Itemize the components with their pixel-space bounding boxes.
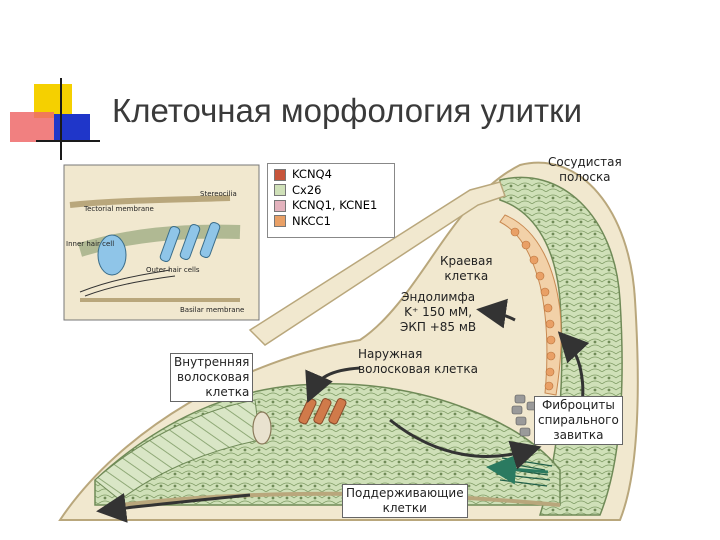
arrow-floor — [389, 418, 542, 470]
basilar-membrane — [119, 491, 561, 507]
label-marginal-line: Краевая — [440, 254, 493, 268]
label-fibrocytes-line: Фиброциты — [541, 398, 615, 412]
vertical-line — [60, 78, 62, 160]
inset-label-outer-hair: Outer hair cells — [146, 266, 200, 274]
label-endolymph-line: Эндолимфа — [401, 290, 476, 304]
inner-hair-cell — [252, 411, 272, 445]
inset-label-stereocilia: Stereocilia — [200, 190, 237, 198]
horizontal-line — [36, 140, 100, 142]
label-stria-line: Сосудистая — [548, 155, 622, 169]
stria-cells — [510, 227, 556, 391]
legend-item: NKCC1 — [274, 214, 394, 230]
inset-label-basilar: Basilar membrane — [180, 306, 245, 314]
label-outer-hair-line: Наружная — [358, 347, 423, 361]
legend-swatch — [274, 168, 286, 181]
arrow-endolymph — [305, 366, 361, 404]
label-endolymph: Эндолимфа K⁺ 150 мМ, ЭКП +85 мВ — [400, 290, 476, 335]
reissner-membrane — [248, 181, 506, 346]
legend-item: Cx26 — [274, 183, 394, 199]
legend-label: KCNQ4 — [292, 167, 332, 181]
label-supporting: Поддерживающие клетки — [342, 484, 468, 518]
inset-diagram — [63, 164, 260, 321]
label-marginal: Краевая клетка — [440, 254, 493, 284]
label-fibrocytes: Фиброциты спирального завитка — [534, 396, 623, 445]
legend-item: KCNQ1, KCNE1 — [274, 198, 394, 214]
label-inner-hair: Внутренняя волосковая клетка — [170, 353, 254, 402]
label-fibrocytes-line: завитка — [553, 428, 604, 442]
label-outer-hair: Наружная волосковая клетка — [358, 347, 478, 377]
label-supporting-line: клетки — [382, 501, 427, 515]
red-square — [10, 112, 54, 142]
legend-swatch — [274, 184, 286, 197]
label-stria-line: полоска — [559, 170, 611, 184]
outer-hair-cells — [298, 398, 347, 425]
label-endolymph-line: ЭКП +85 мВ — [400, 320, 477, 334]
slide-title: Клеточная морфология улитки — [112, 92, 583, 129]
inset-label-tectorial: Tectorial membrane — [84, 205, 154, 213]
label-marginal-line: клетка — [444, 269, 489, 283]
legend-item: KCNQ4 — [274, 167, 394, 183]
legend-swatch — [274, 215, 286, 228]
label-inner-hair-line: волосковая — [177, 370, 250, 384]
legend-label: Cx26 — [292, 182, 322, 197]
inset-label-inner-hair: Inner hair cell — [66, 240, 115, 248]
label-inner-hair-line: клетка — [205, 385, 250, 399]
nerve-arrow — [486, 454, 549, 485]
title-decoration — [0, 0, 100, 160]
label-inner-hair-line: Внутренняя — [174, 355, 250, 369]
arrow-marginal — [476, 298, 516, 329]
label-outer-hair-line: волосковая клетка — [358, 362, 478, 376]
arrow-bottom-left — [96, 492, 251, 523]
legend-label: NKCC1 — [292, 213, 331, 228]
label-endolymph-line: K⁺ 150 мМ, — [404, 305, 473, 319]
label-supporting-line: Поддерживающие — [346, 486, 464, 500]
legend-swatch — [274, 199, 286, 212]
legend: KCNQ4 Cx26 KCNQ1, KCNE1 NKCC1 — [267, 163, 395, 238]
label-stria: Сосудистая полоска — [548, 155, 622, 185]
label-fibrocytes-line: спирального — [538, 413, 619, 427]
legend-label: KCNQ1, KCNE1 — [292, 198, 378, 212]
